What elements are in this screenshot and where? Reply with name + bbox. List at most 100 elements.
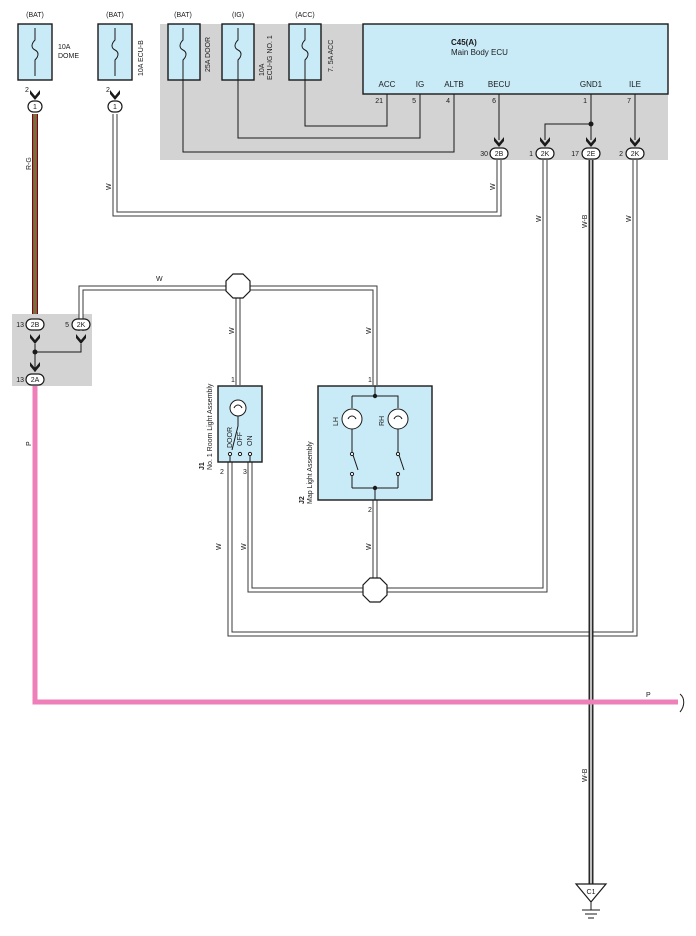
fuse-dome-pin: 2 [25, 87, 29, 94]
fuse-ecub-pin: 2 [106, 87, 110, 94]
label-w-becu: W [490, 183, 497, 190]
ecu-terminal-becu: BECU [488, 80, 510, 89]
j1-pos-on: ON [247, 436, 254, 447]
fuse-ecub-element [111, 28, 119, 76]
fuse-door-box [167, 23, 201, 81]
wire-door-to-altb [182, 80, 455, 153]
label-p-left: P [26, 441, 33, 446]
junction-connector-2a: 2A 13 [16, 373, 45, 386]
splice-octagon-bottom [362, 577, 388, 603]
label-rg: R-G [26, 157, 33, 170]
ground-code: C1 [587, 889, 596, 896]
label-w-2k2: W [626, 215, 633, 222]
label-w-j1-left: W [216, 543, 223, 550]
splice-ecub: 1 [107, 90, 123, 113]
j1-box [217, 385, 263, 463]
ecu-pin-becu: 6 [492, 98, 496, 105]
j1-name: No. 1 Room Light Assembly [207, 383, 214, 470]
j2-pin-top: 1 [368, 377, 372, 384]
ecu-connector-2k-2: 2K 2 [619, 137, 645, 160]
fuse-ecub: (BAT) 10A ECU-B 2 [97, 12, 145, 94]
fuse-dome-rating: 10A [58, 44, 71, 51]
j2-code: J2 [299, 496, 306, 504]
ecu-connector-2k-1-pin: 1 [529, 151, 533, 158]
white-wires [78, 114, 638, 637]
label-w-ecub: W [106, 183, 113, 190]
fuse-dome-source: (BAT) [26, 12, 44, 19]
splice-dome: 1 [27, 90, 43, 113]
fuse-door-label: 25A DOOR [205, 37, 212, 72]
j1-bulb-icon [229, 399, 247, 417]
j1-pin-left: 2 [220, 469, 224, 476]
ecu-connector-2k-1: 2K 1 [529, 137, 555, 160]
wire-ecuig-to-ig [237, 80, 421, 139]
fuse-acc-element [301, 28, 309, 80]
fuse-ecub-label: 10A ECU-B [138, 40, 145, 76]
fuse-acc-source: (ACC) [295, 12, 314, 19]
label-w-j1-right: W [241, 543, 248, 550]
fuse-acc: (ACC) 7. 5A ACC [288, 12, 335, 81]
ecu-connector-2e-pin: 17 [571, 151, 579, 158]
junction-2a-code: 2A [31, 377, 40, 384]
j1-room-light: DOOR OFF ON 1 2 3 J1 No. 1 Room Light As… [199, 377, 263, 476]
fuse-ecub-source: (BAT) [106, 12, 124, 19]
wire-gnd1-split [544, 123, 591, 140]
fuse-ecuig: (IG) 10A ECU-IG NO. 1 [221, 12, 274, 81]
fuse-dome-name: DOME [58, 53, 79, 60]
ecu-terminal-altb: ALTB [444, 80, 463, 89]
fuse-dome: (BAT) 10A DOME 2 [17, 12, 79, 94]
junction-2k-pin: 5 [65, 322, 69, 329]
junction-block [30, 334, 86, 372]
junction-2a-pin: 13 [16, 377, 24, 384]
ecu-connector-2b-pin: 30 [480, 151, 488, 158]
ecu-connector-2b-code: 2B [495, 151, 504, 158]
ecu-connector-2k-2-pin: 2 [619, 151, 623, 158]
ecu-pin-ig: 5 [412, 98, 416, 105]
pink-wire [32, 386, 678, 705]
wire-acc-to-acc [304, 80, 388, 127]
label-wb-bottom: W-B [582, 768, 589, 782]
fuse-ecuig-label-1: 10A [259, 63, 266, 76]
fuse-door-source: (BAT) [174, 12, 192, 19]
ecu-pin-ile: 7 [627, 98, 631, 105]
label-p-right: P [646, 692, 651, 699]
j2-rh-bulb-icon [387, 408, 409, 430]
ecu-terminal-ig: IG [416, 80, 424, 89]
ecu-terminal-ile: ILE [629, 80, 641, 89]
junction-2k-code: 2K [77, 322, 86, 329]
ecu-pin-acc: 21 [375, 98, 383, 105]
ecu-junction-dot [588, 121, 594, 127]
label-w-2k1: W [536, 215, 543, 222]
j1-pin-top: 1 [231, 377, 235, 384]
splice-ecub-pin: 1 [113, 104, 117, 111]
junction-2b-code: 2B [31, 322, 40, 329]
j2-pin-bottom: 2 [368, 507, 372, 514]
fuse-acc-label: 7. 5A ACC [328, 40, 335, 72]
ecu-connector-2b: 2B 30 [480, 137, 509, 160]
j1-code: J1 [199, 462, 206, 470]
j1-pos-off: OFF [237, 432, 244, 446]
ecu-connector-2k-1-code: 2K [541, 151, 550, 158]
fuse-ecuig-source: (IG) [232, 12, 244, 19]
ecu-name: Main Body ECU [451, 48, 508, 57]
label-w-j1-top: W [229, 327, 236, 334]
j2-lamp-lh: LH [333, 417, 340, 426]
fuse-ecuig-label-2: ECU-IG NO. 1 [267, 35, 274, 80]
ecu-connector-2k-2-code: 2K [631, 151, 640, 158]
fuse-dome-element [31, 28, 39, 76]
label-w-j2-bottom: W [366, 543, 373, 550]
ecu-connector-2e-code: 2E [587, 151, 596, 158]
ecu-connector-2e: 2E 17 [571, 137, 601, 160]
main-body-ecu [362, 23, 669, 95]
junction-2b-pin: 13 [16, 322, 24, 329]
ecu-pin-gnd1: 1 [583, 98, 587, 105]
splice-octagon-top [225, 273, 251, 299]
j2-box [317, 385, 433, 501]
fuse-door: (BAT) 25A DOOR [167, 12, 212, 81]
ecu-pin-altb: 4 [446, 98, 450, 105]
j1-pos-door: DOOR [227, 427, 234, 448]
ground-c1: C1 [574, 883, 608, 919]
label-w-top: W [156, 276, 163, 283]
label-w-j2-top: W [366, 327, 373, 334]
